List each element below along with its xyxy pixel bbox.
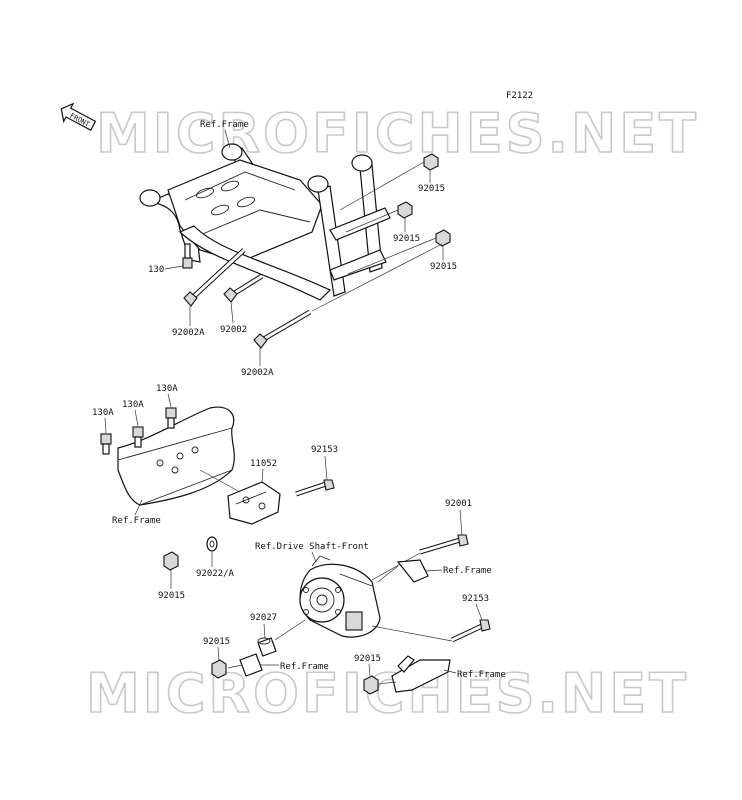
front-drive-housing	[299, 555, 381, 638]
label-11052: 11052	[250, 459, 277, 469]
frame-bracket-right	[377, 559, 429, 583]
frame-plate-bottom-left	[227, 653, 263, 677]
ref-drive-shaft-label: Ref.Drive Shaft-Front	[255, 542, 369, 552]
watermark-bottom: MICROFICHES.NET	[86, 662, 689, 725]
label-130A-c: 130A	[156, 384, 178, 394]
figure-code: F2122	[506, 91, 533, 101]
bolt-130A-c	[165, 407, 177, 429]
ref-frame-mid-label: Ref.Frame	[112, 516, 161, 526]
label-92015-d: 92015	[158, 591, 185, 601]
label-92027: 92027	[250, 613, 277, 623]
frame-plate-mid	[117, 406, 235, 506]
washer-92022A	[206, 536, 218, 552]
bolt-92002	[223, 273, 264, 303]
label-92015-b: 92015	[393, 234, 420, 244]
label-92002A-b: 92002A	[241, 368, 274, 378]
label-92015-c: 92015	[430, 262, 457, 272]
bolt-130	[182, 243, 193, 269]
label-92001: 92001	[445, 499, 472, 509]
label-130A-a: 130A	[92, 408, 114, 418]
bolt-92001	[371, 534, 469, 581]
ref-frame-bottom-right-label: Ref.Frame	[457, 670, 506, 680]
collar-92027	[257, 619, 306, 657]
label-92002: 92002	[220, 325, 247, 335]
ref-frame-top-label: Ref.Frame	[200, 120, 249, 130]
nut-92015-c	[435, 229, 451, 247]
nut-92015-a	[423, 153, 439, 171]
bolt-92002A-b	[253, 309, 312, 349]
bolt-130A-b	[132, 426, 144, 448]
nut-92015-e	[211, 659, 227, 679]
bolt-92153-b	[371, 619, 491, 643]
label-92015-f: 92015	[354, 654, 381, 664]
bolt-92153-a	[295, 479, 335, 497]
label-130: 130	[148, 265, 164, 275]
label-92015-e: 92015	[203, 637, 230, 647]
frame-bracket-top	[139, 143, 391, 301]
bolt-92002A-a	[183, 248, 246, 307]
nut-92015-d	[163, 551, 179, 571]
nut-92015-b	[397, 201, 413, 219]
bolt-130A-a	[100, 433, 112, 455]
label-92015-a: 92015	[418, 184, 445, 194]
label-130A-b: 130A	[122, 400, 144, 410]
label-92153-b: 92153	[462, 594, 489, 604]
label-92022A: 92022/A	[196, 569, 235, 579]
frame-bracket-bottom-right	[391, 655, 451, 693]
ref-frame-bottom-label: Ref.Frame	[280, 662, 329, 672]
ref-frame-right-label: Ref.Frame	[443, 566, 492, 576]
nut-92015-f	[363, 675, 397, 695]
label-92153-a: 92153	[311, 445, 338, 455]
watermark-top: MICROFICHES.NET	[96, 102, 699, 165]
label-92002A-a: 92002A	[172, 328, 205, 338]
front-arrow-icon: FRONT	[60, 102, 97, 131]
